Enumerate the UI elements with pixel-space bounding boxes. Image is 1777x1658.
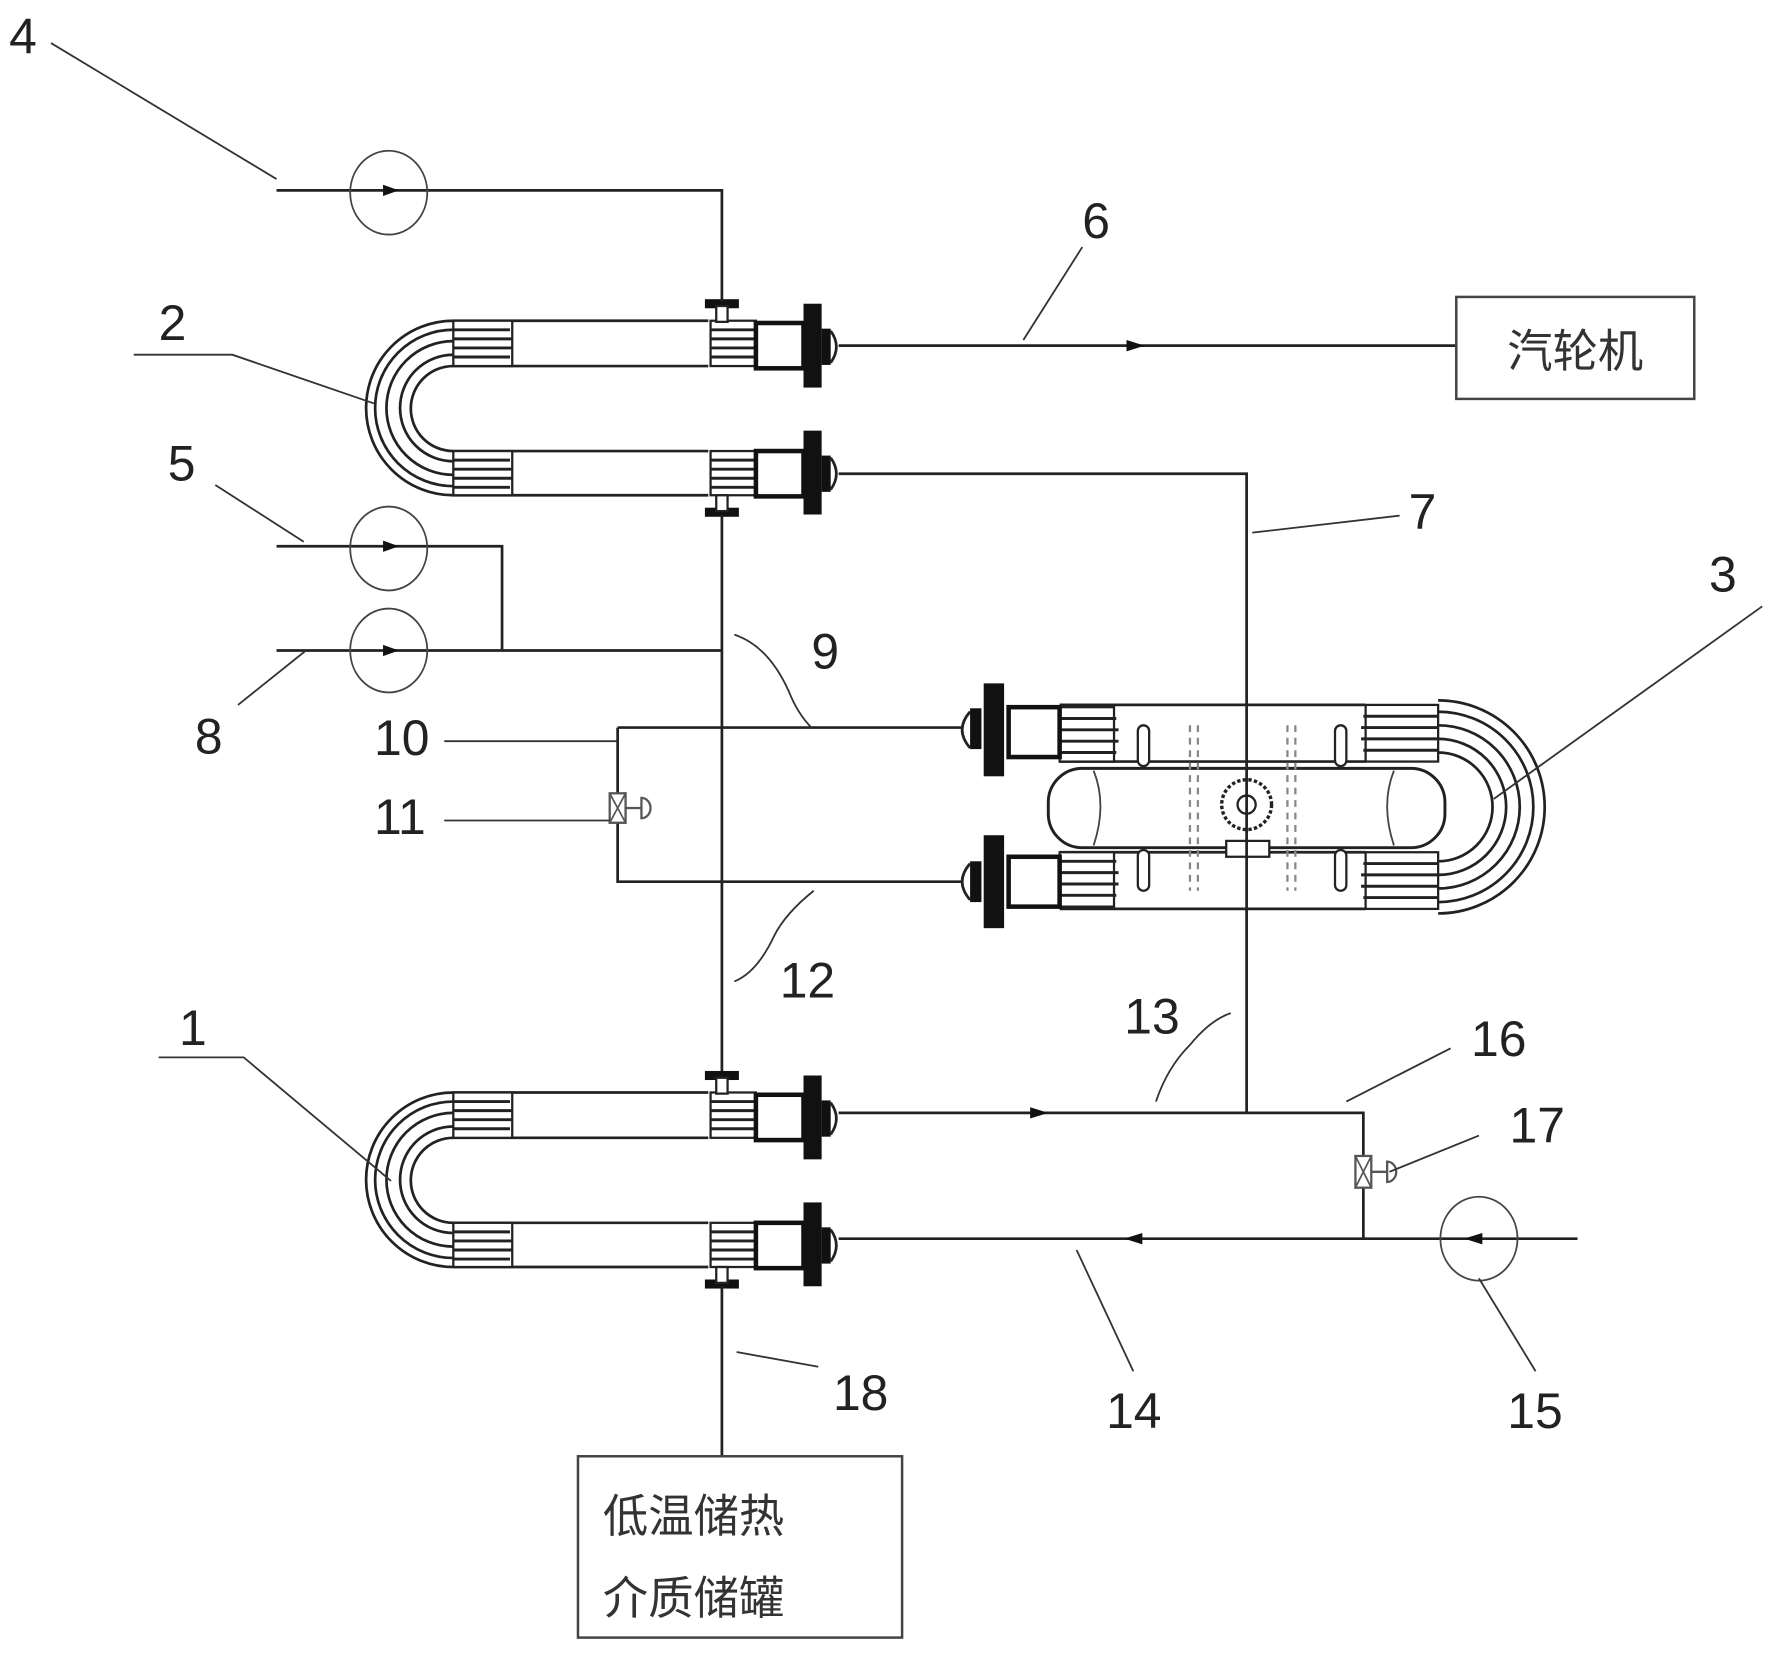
label-16: 16 (1471, 1011, 1526, 1067)
label-3: 3 (1709, 547, 1737, 603)
heat-exchanger-2 (366, 299, 836, 517)
valve-17 (1354, 1154, 1398, 1189)
flow-meter-8 (349, 607, 429, 694)
label-5: 5 (168, 436, 196, 492)
label-10: 10 (374, 710, 429, 766)
pipes (276, 184, 1578, 1457)
turbine-box: 汽轮机 (1455, 295, 1696, 401)
heat-exchanger-3 (960, 683, 1546, 929)
label-7: 7 (1409, 484, 1437, 540)
label-4: 4 (9, 8, 37, 64)
label-17: 17 (1510, 1097, 1565, 1153)
label-6: 6 (1082, 193, 1110, 249)
tank-label-line1: 低温储热 (603, 1490, 784, 1543)
label-18: 18 (833, 1365, 888, 1421)
label-1: 1 (179, 1000, 207, 1056)
flow-meter-15 (1439, 1195, 1519, 1282)
label-15: 15 (1507, 1383, 1562, 1439)
heat-exchanger-1 (366, 1071, 836, 1289)
tank-box: 低温储热 介质储罐 (576, 1455, 904, 1639)
label-9: 9 (811, 624, 839, 680)
tank-label-line2: 介质储罐 (603, 1572, 784, 1625)
label-13: 13 (1124, 989, 1179, 1045)
leader-lines (50, 42, 1763, 1372)
label-8: 8 (195, 709, 223, 765)
label-14: 14 (1106, 1383, 1161, 1439)
label-11: 11 (374, 789, 426, 845)
label-2: 2 (159, 295, 187, 351)
number-labels: 4 2 5 8 6 7 3 9 10 11 12 13 16 17 1 18 1… (9, 8, 1737, 1439)
valve-11 (608, 792, 652, 824)
flow-meter-4 (349, 149, 429, 236)
flow-meter-5 (349, 505, 429, 592)
turbine-label: 汽轮机 (1507, 325, 1643, 378)
label-12: 12 (780, 952, 835, 1008)
